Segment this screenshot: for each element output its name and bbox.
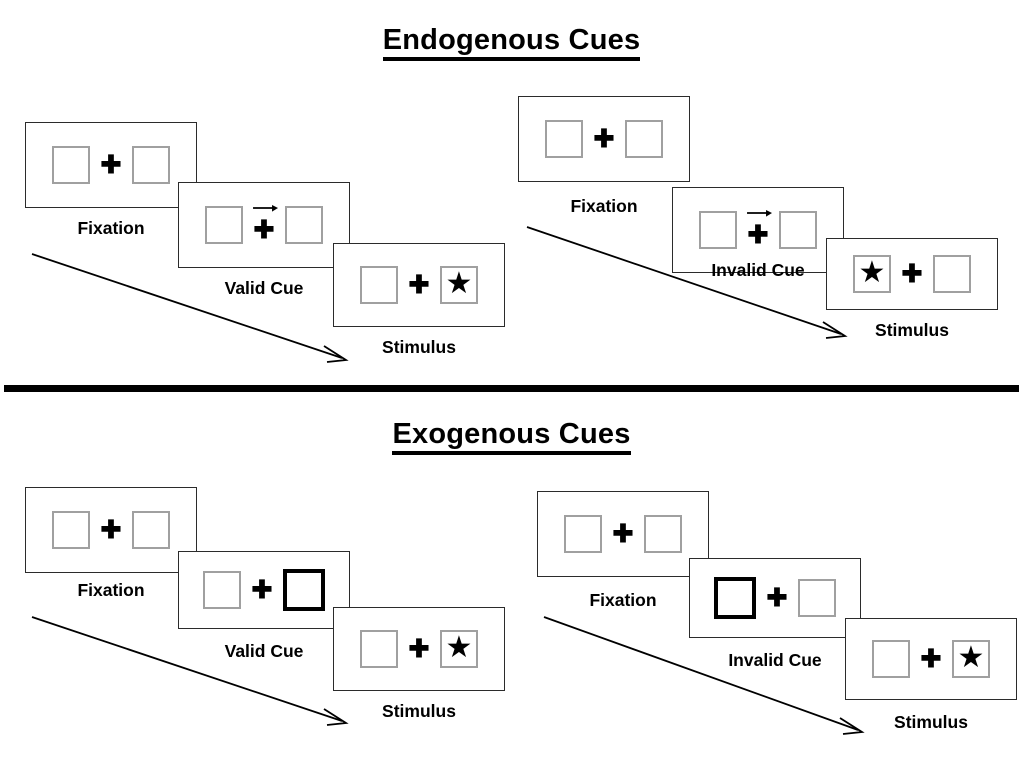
caption-exogenous-invalid-fixation: Fixation (589, 590, 657, 610)
right-arrow-cue-icon (253, 205, 279, 212)
fixation-center: ✚ (398, 262, 440, 308)
right-box-cued (283, 569, 325, 611)
fixation-cross-icon: ✚ (408, 270, 430, 299)
caption-exogenous-valid-fixation: Fixation (77, 580, 145, 600)
left-box (203, 571, 241, 609)
time-arrow-exogenous-valid (31, 616, 349, 726)
star-target-icon: ★ (445, 267, 473, 300)
panel-content: ✚ ★ (872, 636, 990, 682)
left-box (360, 266, 398, 304)
caption-exogenous-valid-stimulus: Stimulus (382, 701, 456, 721)
panel-content: ✚ (699, 207, 817, 253)
star-target-icon: ★ (858, 256, 886, 289)
panel-content: ✚ (564, 511, 682, 557)
right-box-with-target: ★ (952, 640, 990, 678)
fixation-cross-icon: ✚ (251, 575, 273, 604)
caption-endogenous-invalid-fixation: Fixation (570, 196, 638, 216)
fixation-cross-icon: ✚ (253, 215, 275, 244)
caption-endogenous-valid-stimulus: Stimulus (382, 337, 456, 357)
left-box (699, 211, 737, 249)
fixation-center: ✚ (90, 142, 132, 188)
panel-content: ★ ✚ (853, 251, 971, 297)
panel-endogenous-invalid-fixation[interactable]: ✚ (518, 96, 690, 182)
fixation-center: ✚ (398, 626, 440, 672)
star-target-icon: ★ (957, 641, 985, 674)
fixation-cross-icon: ✚ (593, 124, 615, 153)
left-box (545, 120, 583, 158)
fixation-cross-icon: ✚ (766, 583, 788, 612)
section-title-endogenous-text: Endogenous Cues (382, 24, 641, 61)
fixation-cross-icon: ✚ (920, 644, 942, 673)
fixation-center: ✚ (891, 251, 933, 297)
caption-endogenous-valid-cue: Valid Cue (224, 278, 304, 298)
panel-content: ✚ (205, 202, 323, 248)
right-box (798, 579, 836, 617)
fixation-center: ✚ (90, 507, 132, 553)
left-box-cued (714, 577, 756, 619)
left-box (872, 640, 910, 678)
section-title-exogenous-text: Exogenous Cues (392, 418, 631, 455)
right-box (132, 511, 170, 549)
panel-content: ✚ (52, 142, 170, 188)
right-box-with-target: ★ (440, 266, 478, 304)
panel-endogenous-valid-stimulus[interactable]: ✚ ★ (333, 243, 505, 327)
left-box (564, 515, 602, 553)
star-target-icon: ★ (445, 631, 473, 664)
panel-endogenous-valid-cue[interactable]: ✚ (178, 182, 350, 268)
fixation-center-with-cue: ✚ (243, 202, 285, 248)
panel-content: ✚ (203, 567, 325, 613)
caption-endogenous-invalid-cue: Invalid Cue (711, 260, 805, 280)
fixation-center: ✚ (910, 636, 952, 682)
fixation-center-with-cue: ✚ (737, 207, 779, 253)
right-box (285, 206, 323, 244)
left-box (52, 146, 90, 184)
fixation-center: ✚ (756, 575, 798, 621)
right-box (933, 255, 971, 293)
caption-exogenous-invalid-stimulus: Stimulus (894, 712, 968, 732)
section-title-endogenous: Endogenous Cues (0, 24, 1023, 61)
right-box (779, 211, 817, 249)
panel-content: ✚ (545, 116, 663, 162)
panel-exogenous-invalid-cue[interactable]: ✚ (689, 558, 861, 638)
right-box (644, 515, 682, 553)
panel-exogenous-valid-cue[interactable]: ✚ (178, 551, 350, 629)
right-arrow-cue-icon (747, 210, 773, 217)
section-title-exogenous: Exogenous Cues (0, 418, 1023, 455)
right-box-with-target: ★ (440, 630, 478, 668)
fixation-center: ✚ (583, 116, 625, 162)
section-divider (4, 385, 1019, 392)
right-box (132, 146, 170, 184)
fixation-cross-icon: ✚ (901, 259, 923, 288)
fixation-cross-icon: ✚ (100, 150, 122, 179)
left-box-with-target: ★ (853, 255, 891, 293)
caption-endogenous-invalid-stimulus: Stimulus (875, 320, 949, 340)
caption-exogenous-valid-cue: Valid Cue (224, 641, 304, 661)
right-box (625, 120, 663, 158)
fixation-cross-icon: ✚ (612, 519, 634, 548)
panel-exogenous-invalid-stimulus[interactable]: ✚ ★ (845, 618, 1017, 700)
panel-content: ✚ ★ (360, 626, 478, 672)
panel-exogenous-invalid-fixation[interactable]: ✚ (537, 491, 709, 577)
caption-endogenous-valid-fixation: Fixation (77, 218, 145, 238)
panel-endogenous-invalid-stimulus[interactable]: ★ ✚ (826, 238, 998, 310)
left-box (360, 630, 398, 668)
left-box (52, 511, 90, 549)
fixation-center: ✚ (241, 567, 283, 613)
fixation-center: ✚ (602, 511, 644, 557)
left-box (205, 206, 243, 244)
panel-endogenous-valid-fixation[interactable]: ✚ (25, 122, 197, 208)
fixation-cross-icon: ✚ (408, 634, 430, 663)
panel-exogenous-valid-fixation[interactable]: ✚ (25, 487, 197, 573)
panel-content: ✚ ★ (360, 262, 478, 308)
fixation-cross-icon: ✚ (100, 515, 122, 544)
panel-content: ✚ (714, 575, 836, 621)
panel-content: ✚ (52, 507, 170, 553)
caption-exogenous-invalid-cue: Invalid Cue (728, 650, 822, 670)
fixation-cross-icon: ✚ (747, 220, 769, 249)
panel-exogenous-valid-stimulus[interactable]: ✚ ★ (333, 607, 505, 691)
